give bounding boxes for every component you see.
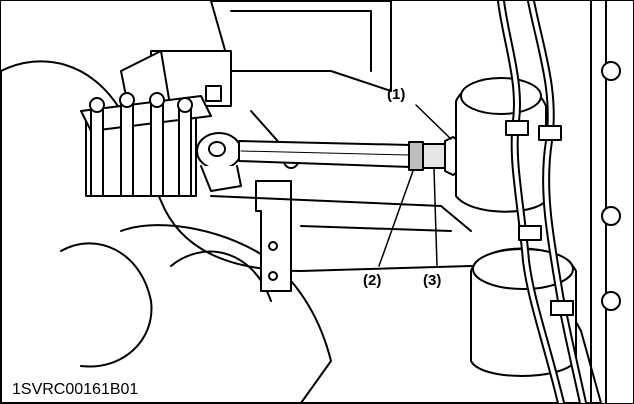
axle-beam-inner: [300, 225, 452, 232]
leader-line-2: [378, 170, 414, 267]
tie-rod-highlight: [240, 150, 410, 156]
hanger-hole-2: [268, 271, 278, 281]
bolt-1: [90, 105, 104, 197]
hose-clamp-4: [550, 300, 574, 316]
hose-clamp-3: [518, 225, 542, 241]
callout-2-label: (2): [363, 272, 382, 289]
bolt-head-4: [177, 97, 193, 113]
bolt-head-2: [119, 92, 135, 108]
hose-clamp-1: [505, 120, 529, 136]
hydraulic-hose-2-inner: [529, 1, 585, 403]
leader-line-1: [415, 104, 452, 140]
bolt-head-1: [89, 97, 105, 113]
frame-bolt-1: [601, 61, 621, 81]
upper-bracket: [210, 1, 392, 92]
bolt-2: [120, 100, 134, 197]
adjust-section: [422, 143, 446, 169]
frame-bolt-3: [601, 291, 621, 311]
cylinder-top: [460, 77, 542, 115]
bolt-3: [150, 100, 164, 197]
callout-3-label: (3): [423, 272, 442, 289]
hanger-hole-1: [268, 241, 278, 251]
ball-joint-hole: [208, 141, 226, 157]
leader-line-3: [433, 168, 438, 267]
hydraulic-hose-1-inner: [499, 1, 563, 403]
lock-nut: [408, 141, 424, 171]
figure-code: 1SVRC00161B01: [9, 381, 142, 399]
hanger-bracket: [255, 180, 292, 292]
bolt-4: [178, 105, 192, 197]
upper-bracket-inner: [230, 10, 372, 72]
ball-joint-stud: [200, 165, 242, 192]
bolt-head-3: [149, 92, 165, 108]
frame-bolt-2: [601, 206, 621, 226]
axle-case-ring: [60, 242, 153, 368]
ball-joint: [196, 132, 242, 170]
hose-clamp-2: [538, 125, 562, 141]
bracket-slot: [205, 85, 222, 102]
axle-beam-top: [210, 195, 472, 232]
callout-1-label: (1): [387, 86, 406, 103]
frame-rail-right: [590, 1, 607, 403]
